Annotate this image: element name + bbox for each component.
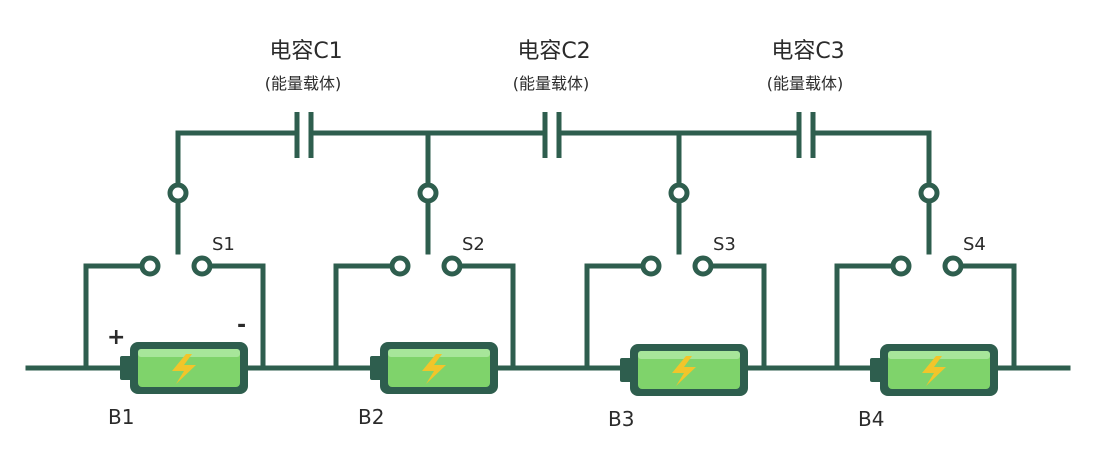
battery-b4-label: B4 bbox=[858, 407, 884, 431]
switch-s4-label: S4 bbox=[963, 234, 986, 255]
battery-b2: B2 bbox=[358, 342, 498, 429]
battery-b3-label: B3 bbox=[608, 407, 634, 431]
capacitor-c1-sublabel: (能量载体) bbox=[265, 74, 342, 93]
battery-b4: B4 bbox=[858, 344, 998, 431]
capacitor-c3-label: 电容C3 bbox=[771, 39, 844, 64]
battery-b1-terminal bbox=[120, 356, 132, 380]
cell-loop-2 bbox=[333, 263, 516, 371]
capacitor-c3: 电容C3 (能量载体) bbox=[767, 39, 845, 158]
switch-arms bbox=[175, 195, 932, 255]
switch-s2-label: S2 bbox=[462, 234, 485, 255]
capacitor-c1-label: 电容C1 bbox=[269, 39, 342, 64]
switch-s4: S4 bbox=[890, 182, 986, 277]
lightning-bolt-icon bbox=[172, 354, 196, 384]
bus-drops bbox=[175, 130, 932, 188]
cell-loop-3 bbox=[584, 263, 767, 371]
battery-b1: B1 bbox=[108, 342, 248, 429]
capacitor-c1: 电容C1 (能量载体) bbox=[265, 39, 343, 158]
capacitor-c2-label: 电容C2 bbox=[517, 39, 590, 64]
capacitor-c2: 电容C2 (能量载体) bbox=[513, 39, 591, 158]
lightning-bolt-icon bbox=[422, 354, 446, 384]
cell-loop-1 bbox=[83, 263, 266, 371]
battery-b2-terminal bbox=[370, 356, 382, 380]
lightning-bolt-icon bbox=[922, 356, 946, 386]
battery-b2-label: B2 bbox=[358, 405, 384, 429]
battery-b4-terminal bbox=[870, 358, 882, 382]
switch-s3-label: S3 bbox=[713, 234, 736, 255]
switch-s1: S1 bbox=[139, 182, 235, 277]
battery-b3-terminal bbox=[620, 358, 632, 382]
minus-sign: - bbox=[237, 313, 246, 338]
cell-loop-4 bbox=[834, 263, 1017, 371]
switch-s2: S2 bbox=[389, 182, 485, 277]
switch-s1-label: S1 bbox=[212, 234, 235, 255]
capacitor-c3-sublabel: (能量载体) bbox=[767, 74, 844, 93]
battery-b3: B3 bbox=[608, 344, 748, 431]
lightning-bolt-icon bbox=[672, 356, 696, 386]
switch-s3: S3 bbox=[640, 182, 736, 277]
battery-b1-label: B1 bbox=[108, 405, 134, 429]
capacitor-c2-sublabel: (能量载体) bbox=[513, 74, 590, 93]
plus-sign: + bbox=[107, 325, 125, 350]
